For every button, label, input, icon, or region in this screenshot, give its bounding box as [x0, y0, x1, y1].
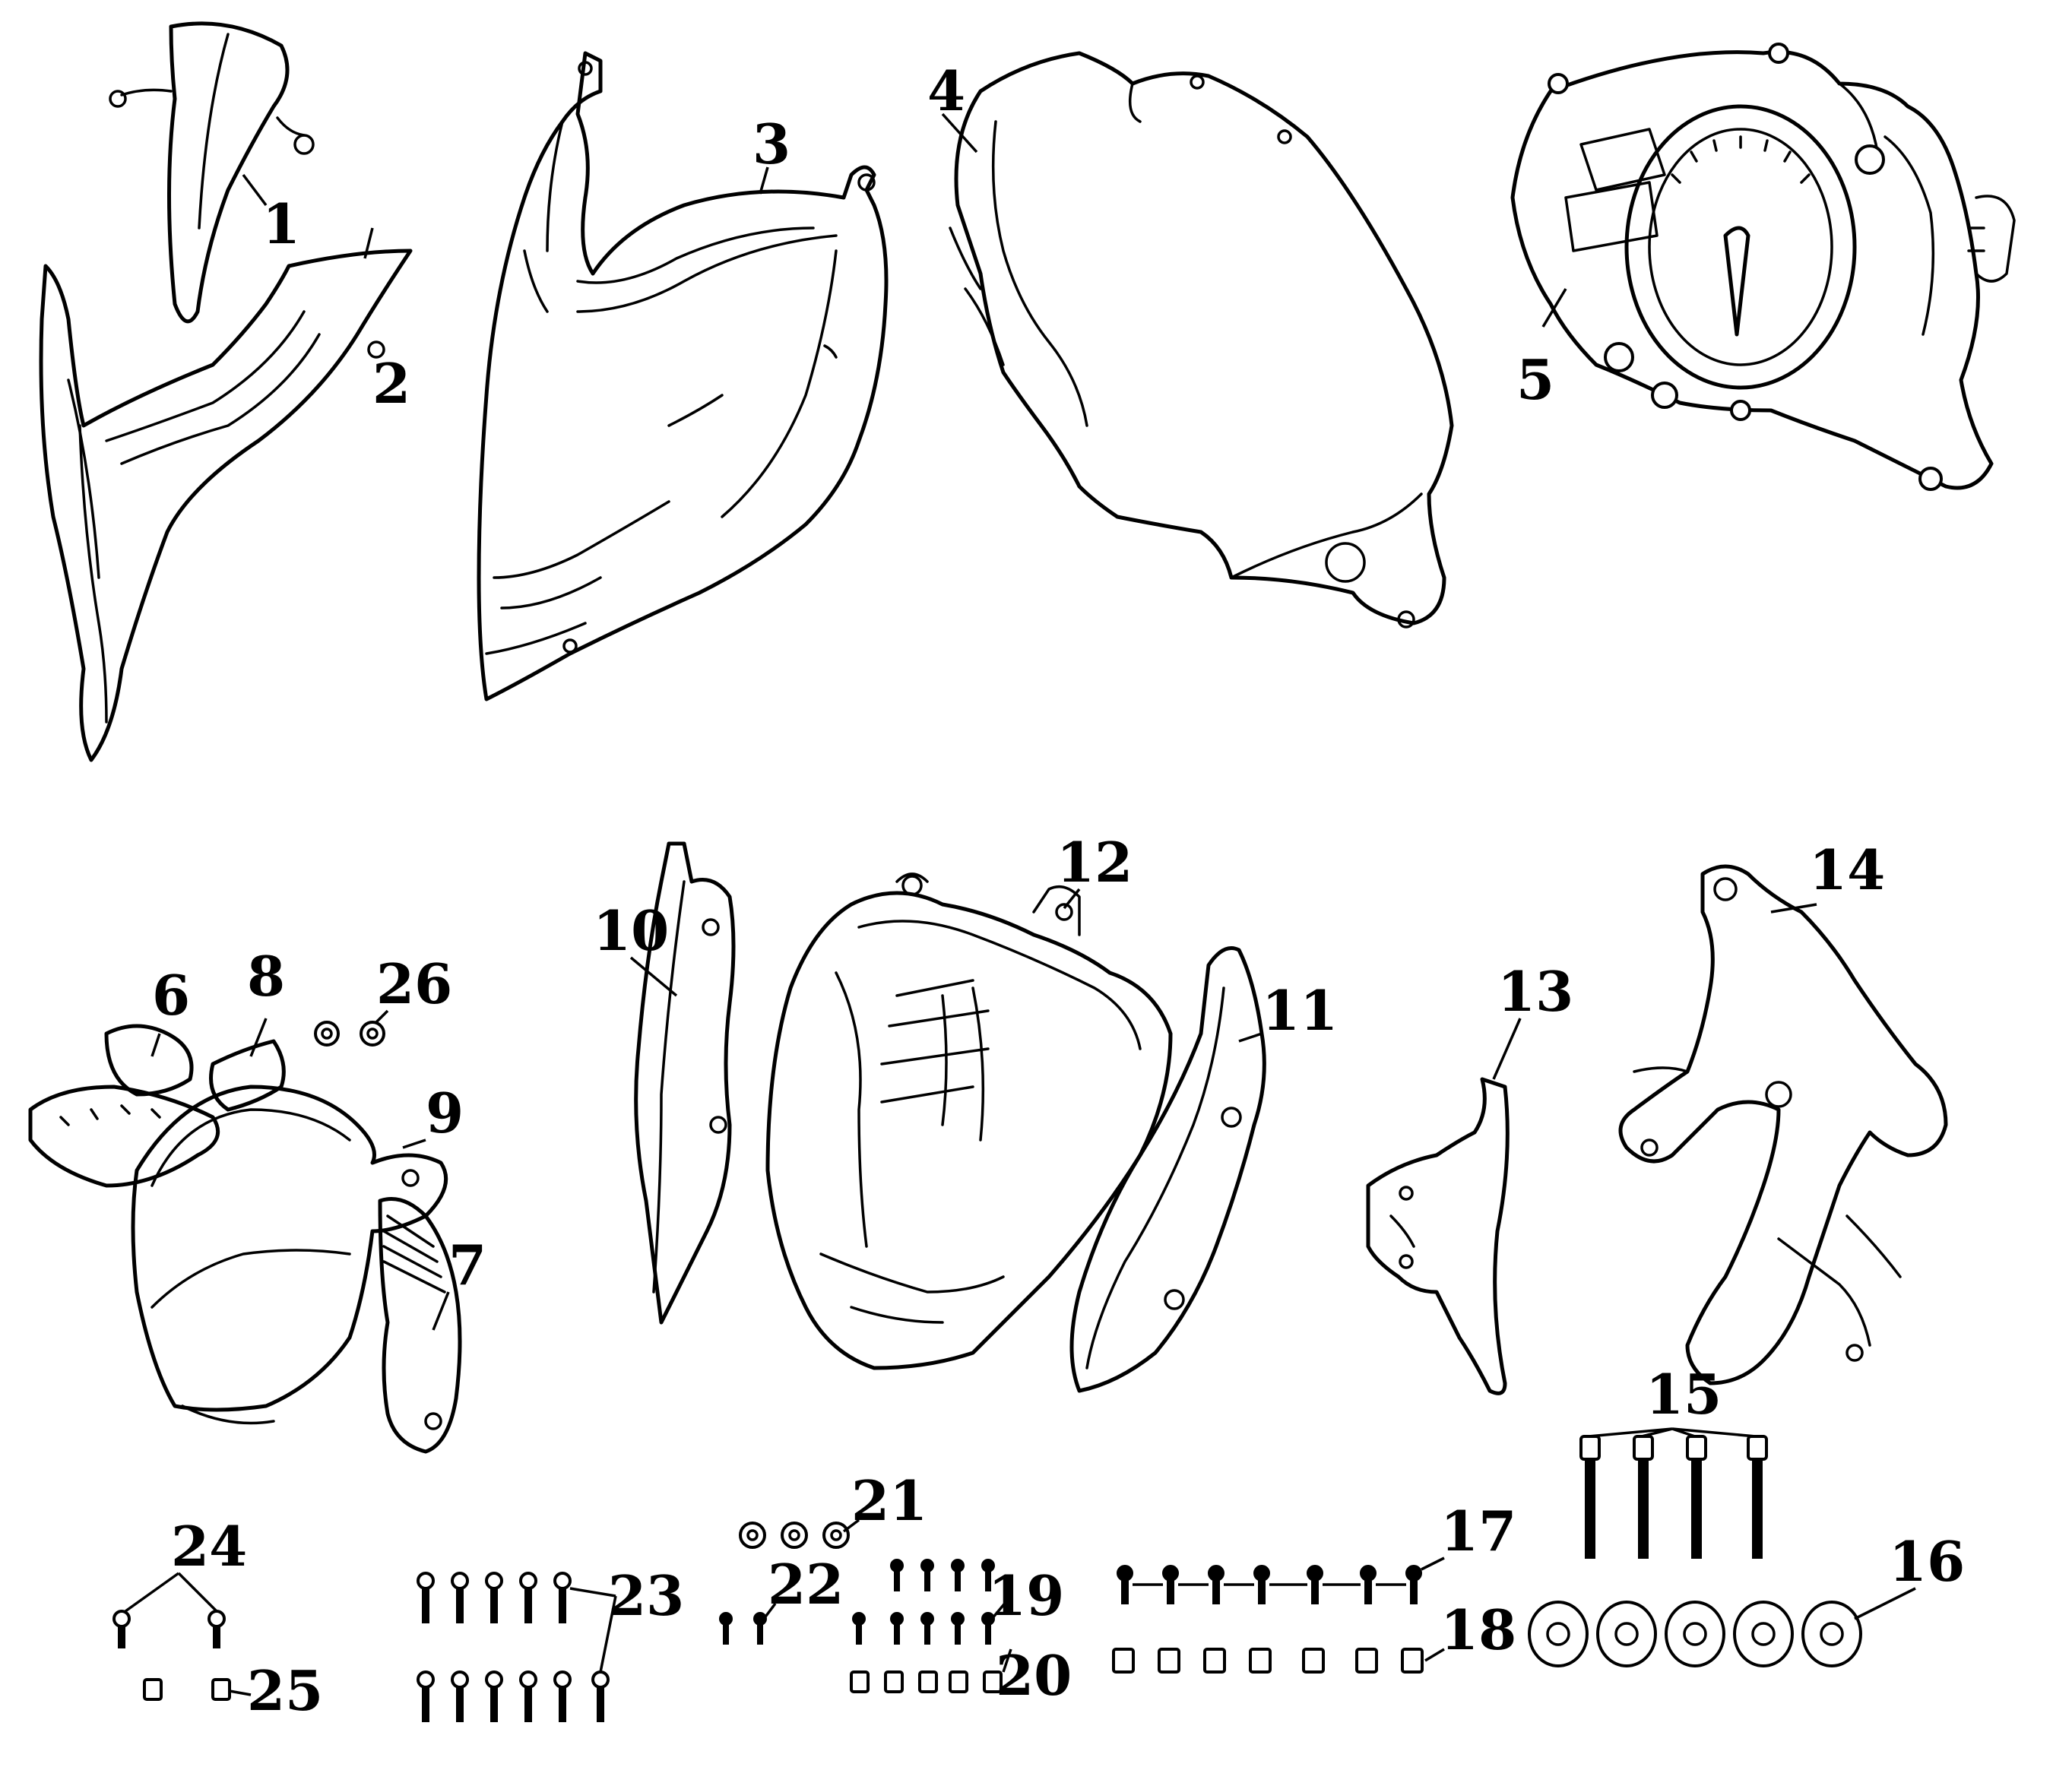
part-5-instrument-cluster — [1510, 43, 2016, 491]
callout-26: 26 — [376, 952, 452, 1016]
callout-5: 5 — [1516, 347, 1554, 412]
callout-16: 16 — [1889, 1529, 1965, 1594]
part-14-headlight-bracket — [1618, 864, 1948, 1385]
part-10-inner-panel-left — [634, 841, 736, 1325]
callout-1: 1 — [262, 192, 300, 256]
part-16-grommets — [1528, 1601, 1862, 1667]
part-26-nuts — [314, 1021, 385, 1047]
part-17-screws — [1117, 1565, 1422, 1604]
part-6-8-brackets — [28, 1024, 286, 1188]
part-4-meter-cover — [949, 51, 1454, 629]
part-23-tapping-screws — [417, 1572, 610, 1722]
part-18-clip-nuts — [1112, 1648, 1424, 1674]
part-19-22-fasteners — [719, 1522, 1003, 1693]
callout-10: 10 — [593, 898, 669, 963]
callout-20: 20 — [996, 1643, 1072, 1708]
part-7-turn-signal — [378, 1197, 462, 1454]
callout-11: 11 — [1262, 978, 1338, 1043]
callout-8: 8 — [247, 944, 285, 1009]
callout-7: 7 — [448, 1233, 486, 1297]
callout-3: 3 — [752, 112, 790, 176]
callout-21: 21 — [851, 1468, 927, 1533]
callout-6: 6 — [152, 963, 190, 1028]
callout-4: 4 — [927, 59, 965, 123]
tachometer-ticks — [1671, 135, 1811, 184]
callout-17: 17 — [1440, 1499, 1516, 1563]
callout-18: 18 — [1440, 1598, 1516, 1662]
part-11-inner-panel-right — [1069, 946, 1266, 1393]
callout-2: 2 — [372, 351, 410, 416]
callout-13: 13 — [1497, 959, 1573, 1024]
callout-23: 23 — [608, 1563, 684, 1628]
callout-22: 22 — [768, 1552, 844, 1617]
callout-19: 19 — [988, 1563, 1064, 1628]
part-3-headlight-cowl — [477, 51, 889, 701]
part-13-cover-plate — [1366, 1077, 1510, 1395]
callout-9: 9 — [426, 1081, 464, 1145]
part-1-upper-cowl — [109, 21, 315, 324]
callout-15: 15 — [1646, 1362, 1722, 1427]
part-24-25-fasteners — [112, 1610, 231, 1701]
part-2-side-fairing — [39, 249, 413, 762]
leader-lines — [124, 112, 1916, 1696]
callout-25: 25 — [247, 1658, 323, 1723]
part-9-mirror-bracket — [131, 1085, 448, 1425]
part-12-headlight-assembly — [765, 872, 1173, 1370]
callout-14: 14 — [1809, 838, 1885, 902]
callout-labels: 1 2 3 4 5 6 7 8 9 10 11 12 13 14 15 16 1… — [152, 59, 1965, 1723]
callout-12: 12 — [1057, 830, 1133, 895]
callout-24: 24 — [171, 1514, 247, 1579]
part-15-bolts — [1579, 1435, 1768, 1559]
